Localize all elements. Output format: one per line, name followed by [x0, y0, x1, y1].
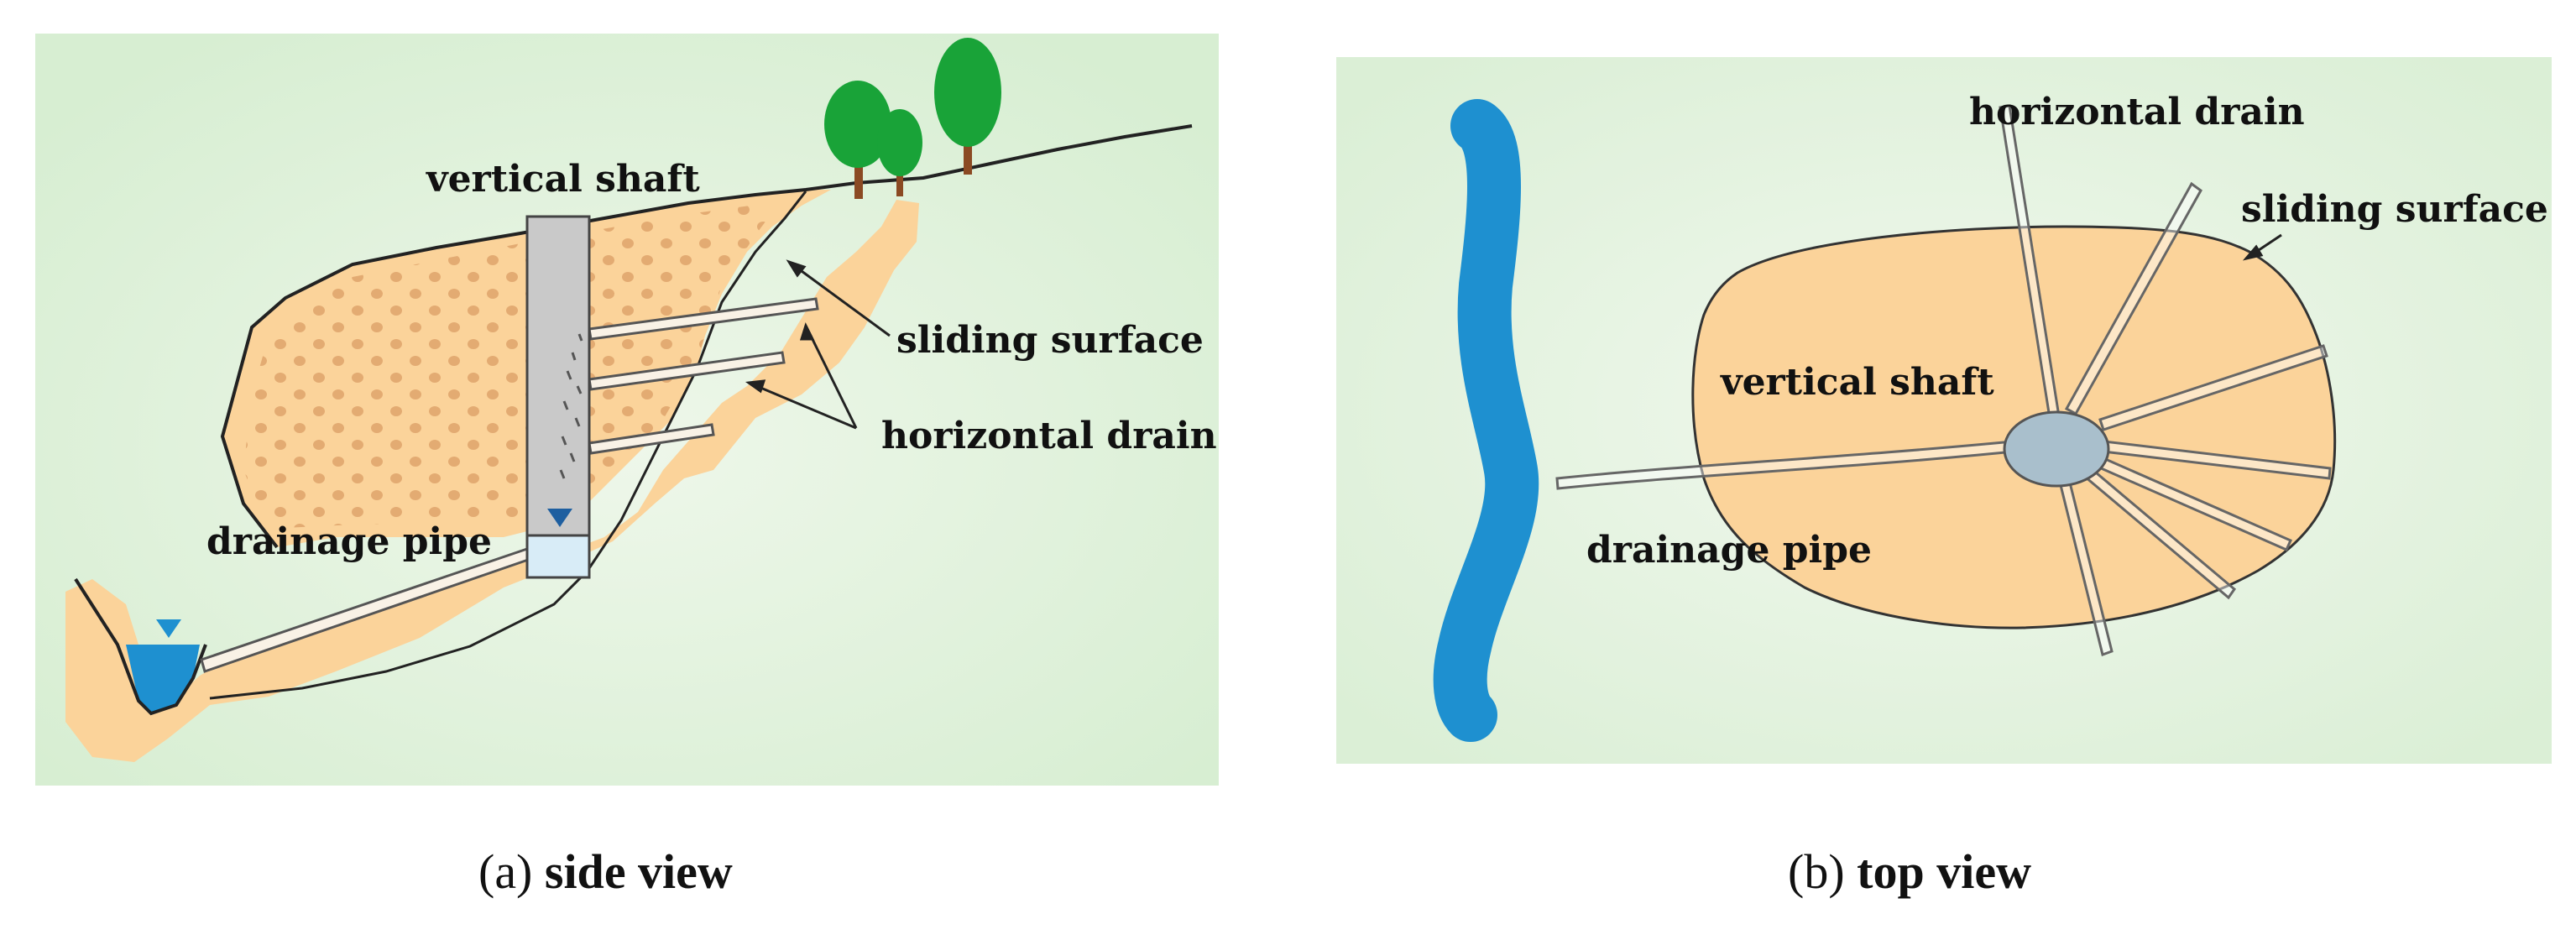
- trees: [824, 38, 1001, 199]
- caption-top-view-text: top view: [1844, 844, 2031, 899]
- seepage-marks: [559, 333, 583, 479]
- caption-top-view-letter: (b): [1788, 844, 1845, 899]
- shaft-water-level-icon: [547, 509, 572, 527]
- vertical-shaft-well: [2003, 410, 2110, 488]
- ground-surface-line: [220, 124, 1193, 549]
- caption-side-view-letter: (a): [478, 844, 533, 899]
- sliding-mass-dots: [243, 201, 781, 529]
- caption-top-view: (b) top view: [1788, 843, 2031, 900]
- side-view-panel: vertical shaft sliding surface horizonta…: [35, 34, 1219, 786]
- label-drainage-pipe: drainage pipe: [206, 520, 492, 563]
- shaft-water: [525, 534, 591, 579]
- sliding-surface-curve: [209, 191, 807, 700]
- channel-water-level-icon: [156, 619, 181, 638]
- tree-trunk: [854, 147, 863, 199]
- label-sliding-surface: sliding surface: [2241, 188, 2548, 231]
- vertical-shaft: [525, 215, 591, 537]
- label-drainage-pipe: drainage pipe: [1586, 529, 1872, 572]
- label-horizontal-drain: horizontal drain: [1969, 91, 2305, 133]
- label-horizontal-drain: horizontal drain: [881, 415, 1217, 457]
- side-leaders: [745, 259, 891, 430]
- tree-trunk: [964, 126, 972, 175]
- label-vertical-shaft: vertical shaft: [426, 158, 700, 201]
- horizontal-drain-pipe: [2098, 344, 2328, 431]
- caption-side-view: (a) side view: [478, 843, 733, 900]
- label-vertical-shaft: vertical shaft: [1720, 361, 1994, 404]
- radial-drains: [1999, 104, 2332, 656]
- tree-crown: [877, 109, 922, 176]
- top-leaders: [2242, 233, 2282, 261]
- caption-side-view-text: side view: [532, 844, 733, 899]
- top-view-panel: horizontal drain sliding surface vertica…: [1336, 57, 2552, 764]
- tree-crown: [824, 81, 891, 168]
- channel-outline: [74, 577, 207, 716]
- label-sliding-surface: sliding surface: [896, 319, 1204, 362]
- river: [1433, 99, 1539, 742]
- tree-crown: [934, 38, 1001, 147]
